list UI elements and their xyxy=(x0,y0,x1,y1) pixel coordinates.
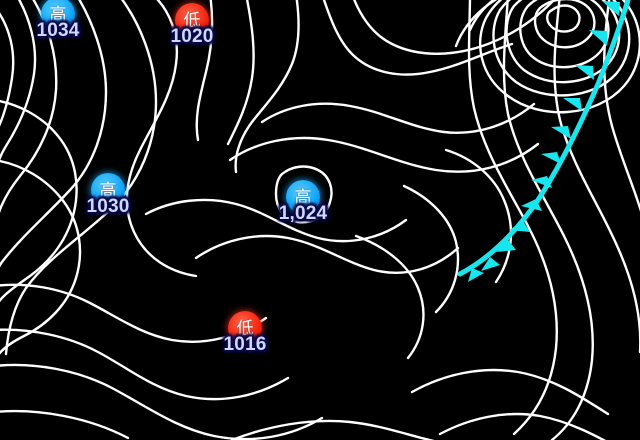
pressure-value-label: 1034 xyxy=(36,20,80,41)
low-pressure-icon: 低 xyxy=(175,3,209,37)
pressure-value-label: 1016 xyxy=(223,334,267,355)
pressure-value-label: 1020 xyxy=(170,26,214,47)
low-pressure-icon: 低 xyxy=(228,311,262,345)
high-pressure-icon: 高 xyxy=(286,180,320,214)
high-pressure-icon: 高 xyxy=(91,173,125,207)
pressure-value-label: 1,024 xyxy=(278,203,328,224)
high-pressure-icon: 高 xyxy=(41,0,75,31)
cold-front-east xyxy=(457,0,631,282)
pressure-value-label: 1030 xyxy=(86,196,130,217)
